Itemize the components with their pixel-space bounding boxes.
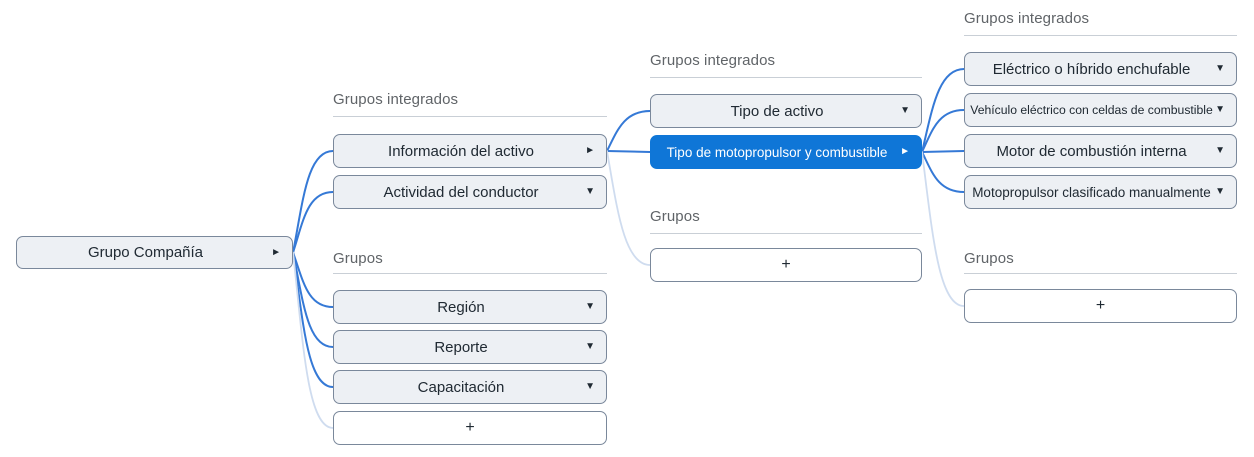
group-node-label: Tipo de motopropulsor y combustible — [666, 144, 888, 160]
group-node-label: + — [465, 419, 475, 436]
section-header-grupos: Grupos — [650, 208, 922, 234]
section-header-grupos-integrados: Grupos integrados — [650, 52, 922, 78]
group-node-region[interactable]: Región ▼ — [333, 290, 607, 324]
group-node-actividad-del-conductor[interactable]: Actividad del conductor ▼ — [333, 175, 607, 209]
section-header-grupos-integrados: Grupos integrados — [964, 10, 1237, 36]
tree-link — [292, 191, 334, 254]
group-node-tipo-de-motopropulsor-y-combustible[interactable]: Tipo de motopropulsor y combustible ► — [650, 135, 922, 169]
group-node-label: Grupo Compañía — [87, 244, 204, 261]
section-header-grupos: Grupos — [333, 250, 607, 274]
group-node-electrico-o-hibrido-enchufable[interactable]: Eléctrico o híbrido enchufable ▼ — [964, 52, 1237, 86]
expand-right-icon: ► — [585, 145, 595, 156]
dropdown-arrow-icon: ▼ — [1215, 63, 1225, 74]
tree-link — [606, 150, 651, 153]
group-node-tipo-de-activo[interactable]: Tipo de activo ▼ — [650, 94, 922, 128]
add-group-button[interactable]: + — [650, 248, 922, 282]
expand-right-icon: ► — [900, 146, 910, 157]
section-header-grupos-integrados: Grupos integrados — [333, 91, 607, 117]
tree-link-add — [606, 150, 651, 266]
tree-link — [292, 150, 334, 254]
tree-link — [921, 109, 965, 153]
group-node-label: Capacitación — [417, 378, 505, 396]
dropdown-arrow-icon: ▼ — [585, 381, 595, 392]
add-group-button[interactable]: + — [964, 289, 1237, 323]
dropdown-arrow-icon: ▼ — [1215, 145, 1225, 156]
section-header-grupos: Grupos — [964, 250, 1237, 274]
group-node-capacitacion[interactable]: Capacitación ▼ — [333, 370, 607, 404]
tree-link-add — [292, 251, 334, 429]
expand-right-icon: ► — [271, 246, 281, 258]
group-node-label: Motopropulsor clasificado manualmente — [972, 184, 1211, 200]
group-node-label: + — [781, 256, 791, 273]
dropdown-arrow-icon: ▼ — [900, 105, 910, 116]
group-node-vehiculo-electrico-con-celdas-de-combustible[interactable]: Vehículo eléctrico con celdas de combust… — [964, 93, 1237, 127]
dropdown-arrow-icon: ▼ — [585, 301, 595, 312]
dropdown-arrow-icon: ▼ — [585, 186, 595, 197]
group-node-informacion-del-activo[interactable]: Información del activo ► — [333, 134, 607, 168]
group-node-label: Eléctrico o híbrido enchufable — [992, 60, 1191, 78]
dropdown-arrow-icon: ▼ — [1215, 186, 1225, 197]
group-node-label: + — [1095, 297, 1106, 314]
group-node-label: Actividad del conductor — [383, 183, 539, 201]
group-node-reporte[interactable]: Reporte ▼ — [333, 330, 607, 364]
group-node-label: Región — [437, 298, 485, 316]
tree-link — [921, 151, 965, 193]
dropdown-arrow-icon: ▼ — [585, 341, 595, 352]
group-node-label: Motor de combustión interna — [996, 142, 1187, 160]
group-node-label: Reporte — [434, 338, 488, 356]
tree-link-add — [921, 151, 965, 307]
tree-link — [292, 251, 334, 308]
tree-link — [921, 68, 965, 153]
tree-link — [921, 150, 965, 153]
group-node-grupo-compania[interactable]: Grupo Compañía ► — [16, 236, 293, 269]
group-node-label: Información del activo — [388, 142, 534, 160]
tree-link — [606, 110, 651, 152]
dropdown-arrow-icon: ▼ — [1215, 104, 1225, 115]
group-node-motopropulsor-clasificado-manualmente[interactable]: Motopropulsor clasificado manualmente ▼ — [964, 175, 1237, 209]
group-node-label: Tipo de activo — [730, 102, 824, 120]
group-node-motor-de-combustion-interna[interactable]: Motor de combustión interna ▼ — [964, 134, 1237, 168]
group-node-label: Vehículo eléctrico con celdas de combust… — [970, 103, 1213, 117]
add-group-button[interactable]: + — [333, 411, 607, 445]
